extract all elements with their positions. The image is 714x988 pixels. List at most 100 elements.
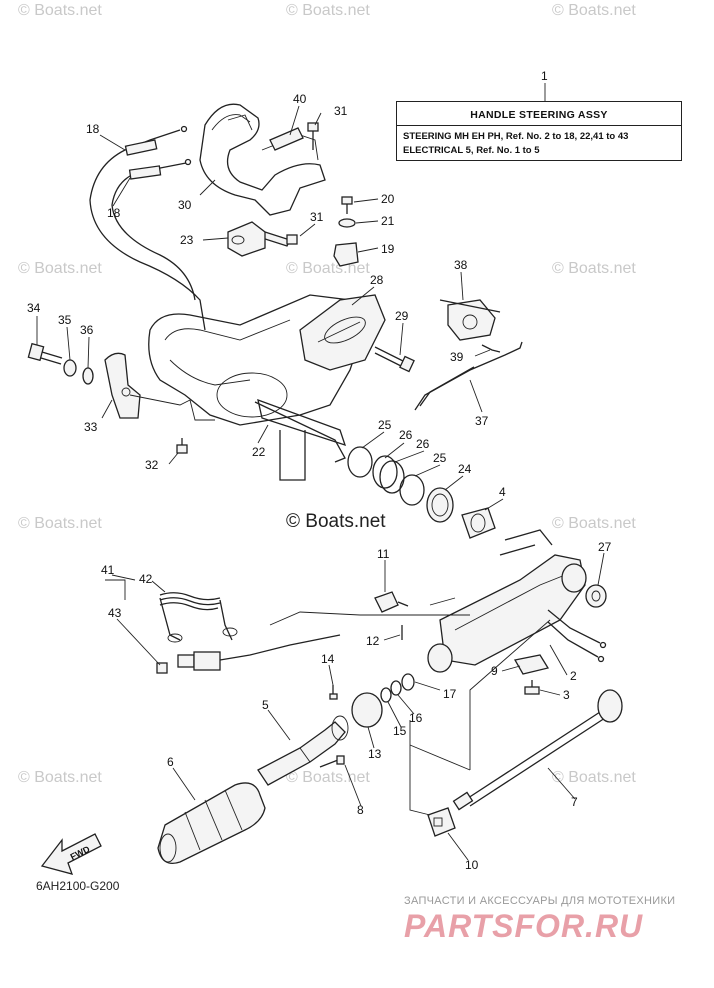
callout: 38 <box>454 258 468 272</box>
callout: 13 <box>368 747 382 761</box>
diagram-code: 6AH2100-G200 <box>36 879 120 893</box>
ring-25b <box>399 474 425 506</box>
knob-11 <box>374 591 409 613</box>
callout: 1 <box>541 69 548 83</box>
rod-7 <box>452 689 623 811</box>
watermark: © Boats.net <box>552 2 636 19</box>
clip-19 <box>333 242 359 267</box>
watermark: © Boats.net <box>552 260 636 277</box>
callout: 17 <box>443 687 457 701</box>
callout: 26 <box>416 437 430 451</box>
callout: 16 <box>409 711 423 725</box>
callout: 31 <box>310 210 324 224</box>
bolt-34 <box>27 342 63 365</box>
collar-4 <box>461 507 496 539</box>
callout: 4 <box>499 485 506 499</box>
bolt-20 <box>341 196 353 214</box>
washer-15 <box>380 687 392 703</box>
steering-arm-2 <box>427 529 587 673</box>
footer-tagline: ЗАПЧАСТИ И АКСЕССУАРЫ ДЛЯ МОТОТЕХНИКИ <box>404 895 676 907</box>
switch-38 <box>439 299 501 341</box>
assembly-title: HANDLE STEERING ASSY <box>470 109 608 121</box>
nut-27 <box>585 584 607 608</box>
callout: 29 <box>395 309 409 323</box>
watermark: © Boats.net <box>552 769 636 786</box>
label-40 <box>269 127 304 151</box>
callout: 40 <box>293 92 307 106</box>
callout: 14 <box>321 652 335 666</box>
title-divider <box>397 125 681 126</box>
ring-26 <box>372 455 398 489</box>
assembly-note-1: STEERING MH EH PH, Ref. No. 2 to 18, 22,… <box>403 131 629 142</box>
reference-lines <box>105 394 551 816</box>
callout: 5 <box>262 698 269 712</box>
shaft-22 <box>254 401 346 463</box>
bolt-32 <box>176 438 188 454</box>
leader-lines <box>36 83 605 861</box>
cable-ends <box>547 609 607 663</box>
callout: 25 <box>433 451 447 465</box>
callout: 21 <box>381 214 395 228</box>
callout: 34 <box>27 301 41 315</box>
callout: 19 <box>381 242 395 256</box>
watermark: © Boats.net <box>18 515 102 532</box>
fwd-arrow: FWD <box>40 833 102 875</box>
lever-33 <box>104 352 141 419</box>
callout: 27 <box>598 540 612 554</box>
screw-14 <box>329 685 338 700</box>
callout: 18 <box>86 122 100 136</box>
watermark: © Boats.net <box>552 515 636 532</box>
rubber-23 <box>227 221 266 257</box>
callout: 3 <box>563 688 570 702</box>
callout: 39 <box>450 350 464 364</box>
callout: 35 <box>58 313 72 327</box>
plate-9 <box>513 654 550 675</box>
center-watermark: © Boats.net <box>286 511 386 532</box>
collar-35 <box>63 359 77 377</box>
callout: 23 <box>180 233 194 247</box>
stop-switch-41 <box>177 634 341 671</box>
watermark: © Boats.net <box>18 2 102 19</box>
cables-18 <box>89 125 206 331</box>
bolt-31 <box>307 122 319 150</box>
title-box: HANDLE STEERING ASSY STEERING MH EH PH, … <box>396 101 682 161</box>
callout: 2 <box>570 669 577 683</box>
bolt-29 <box>374 346 415 373</box>
callout: 6 <box>167 755 174 769</box>
ring-26b <box>379 460 405 494</box>
lanyard-42 <box>159 592 238 643</box>
callout: 30 <box>178 198 192 212</box>
bracket-10 <box>427 807 456 837</box>
callout: 37 <box>475 414 489 428</box>
watermark: © Boats.net <box>286 769 370 786</box>
bolt-3 <box>524 680 540 695</box>
washer-17 <box>401 673 415 691</box>
assembly-note-2: ELECTRICAL 5, Ref. No. 1 to 5 <box>403 145 540 156</box>
callout: 18 <box>107 206 121 220</box>
cap-13 <box>351 692 383 728</box>
callout: 9 <box>491 664 498 678</box>
callout: 43 <box>108 606 122 620</box>
washer-36 <box>82 367 94 385</box>
watermark: © Boats.net <box>286 2 370 19</box>
footer-logo: PARTSFOR.RU <box>404 908 644 944</box>
steering-bracket-30 <box>199 103 326 216</box>
callout: 33 <box>84 420 98 434</box>
clip-43 <box>156 662 168 674</box>
screw-8 <box>319 755 345 768</box>
callout: 32 <box>145 458 159 472</box>
callout: 36 <box>80 323 94 337</box>
ring-25 <box>347 446 373 478</box>
callout: 20 <box>381 192 395 206</box>
callout: 11 <box>377 547 390 561</box>
throttle-shaft-5 <box>257 715 349 786</box>
bolt-31b <box>261 231 298 247</box>
callout: 8 <box>357 803 364 817</box>
callout: 7 <box>571 795 578 809</box>
callout: 26 <box>399 428 413 442</box>
callout: 10 <box>465 858 479 872</box>
callout: 25 <box>378 418 392 432</box>
washer-21 <box>338 218 356 228</box>
